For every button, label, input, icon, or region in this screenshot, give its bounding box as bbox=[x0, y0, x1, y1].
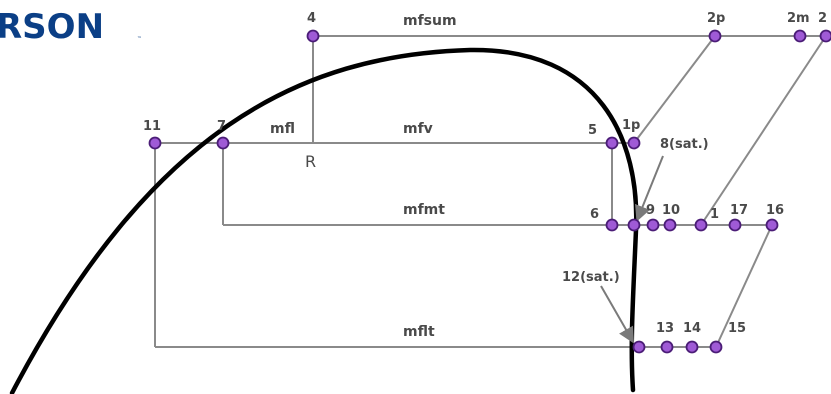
node-2m bbox=[793, 29, 807, 43]
label-2m: 2m bbox=[787, 11, 810, 26]
node-15 bbox=[709, 340, 723, 354]
label-9: 9 bbox=[646, 203, 655, 218]
label-2: 2 bbox=[818, 11, 827, 26]
node-16 bbox=[765, 218, 779, 232]
label-1p: 1p bbox=[622, 118, 640, 133]
logo-trademark: ™ bbox=[137, 36, 142, 42]
node-1p bbox=[627, 136, 641, 150]
node-5 bbox=[605, 136, 619, 150]
node-4 bbox=[306, 29, 320, 43]
label-17: 17 bbox=[730, 203, 748, 218]
label-10: 10 bbox=[662, 203, 680, 218]
node-6 bbox=[605, 218, 619, 232]
connection-lines bbox=[154, 35, 827, 348]
label-11: 11 bbox=[143, 119, 161, 134]
label-1: 1 bbox=[710, 207, 719, 222]
logo-text: RSON bbox=[0, 7, 104, 47]
label-5: 5 bbox=[588, 123, 597, 138]
line-1-to-2 bbox=[700, 35, 827, 226]
node-9 bbox=[646, 218, 660, 232]
line-1p-to-2p bbox=[633, 35, 716, 144]
node-8 bbox=[627, 218, 641, 232]
label-12-sat: 12(sat.) bbox=[562, 270, 620, 285]
node-10 bbox=[663, 218, 677, 232]
label-6: 6 bbox=[590, 207, 599, 222]
label-mfmt: mfmt bbox=[403, 202, 445, 218]
line-15-to-16 bbox=[715, 224, 773, 348]
label-13: 13 bbox=[656, 321, 674, 336]
label-15: 15 bbox=[728, 321, 746, 336]
flow-labels: mfsum mfl mfv mfmt mflt R bbox=[270, 13, 457, 340]
node-labels: 4 2p 2m 2 11 7 5 1p 8(sat.) 6 9 10 1 17 … bbox=[143, 11, 827, 336]
node-13 bbox=[660, 340, 674, 354]
node-2 bbox=[819, 29, 831, 43]
node-1 bbox=[694, 218, 708, 232]
saturation-dome-curve bbox=[9, 47, 639, 394]
node-2p bbox=[708, 29, 722, 43]
label-14: 14 bbox=[683, 321, 701, 336]
arrow-8-sat bbox=[635, 155, 664, 222]
label-8-sat: 8(sat.) bbox=[660, 137, 709, 152]
label-mfl: mfl bbox=[270, 121, 295, 137]
node-7 bbox=[216, 136, 230, 150]
label-receiver: R bbox=[305, 152, 316, 171]
label-2p: 2p bbox=[707, 11, 725, 26]
state-points bbox=[148, 29, 831, 354]
label-mflt: mflt bbox=[403, 324, 435, 340]
node-14 bbox=[685, 340, 699, 354]
label-4: 4 bbox=[307, 11, 316, 26]
label-7: 7 bbox=[217, 119, 226, 134]
label-mfv: mfv bbox=[403, 121, 433, 137]
node-17 bbox=[728, 218, 742, 232]
arrow-12-sat bbox=[600, 285, 634, 344]
node-12 bbox=[632, 340, 646, 354]
brand-logo: RSON ™ bbox=[0, 7, 142, 47]
label-mfsum: mfsum bbox=[403, 13, 457, 29]
label-16: 16 bbox=[766, 203, 784, 218]
node-11 bbox=[148, 136, 162, 150]
